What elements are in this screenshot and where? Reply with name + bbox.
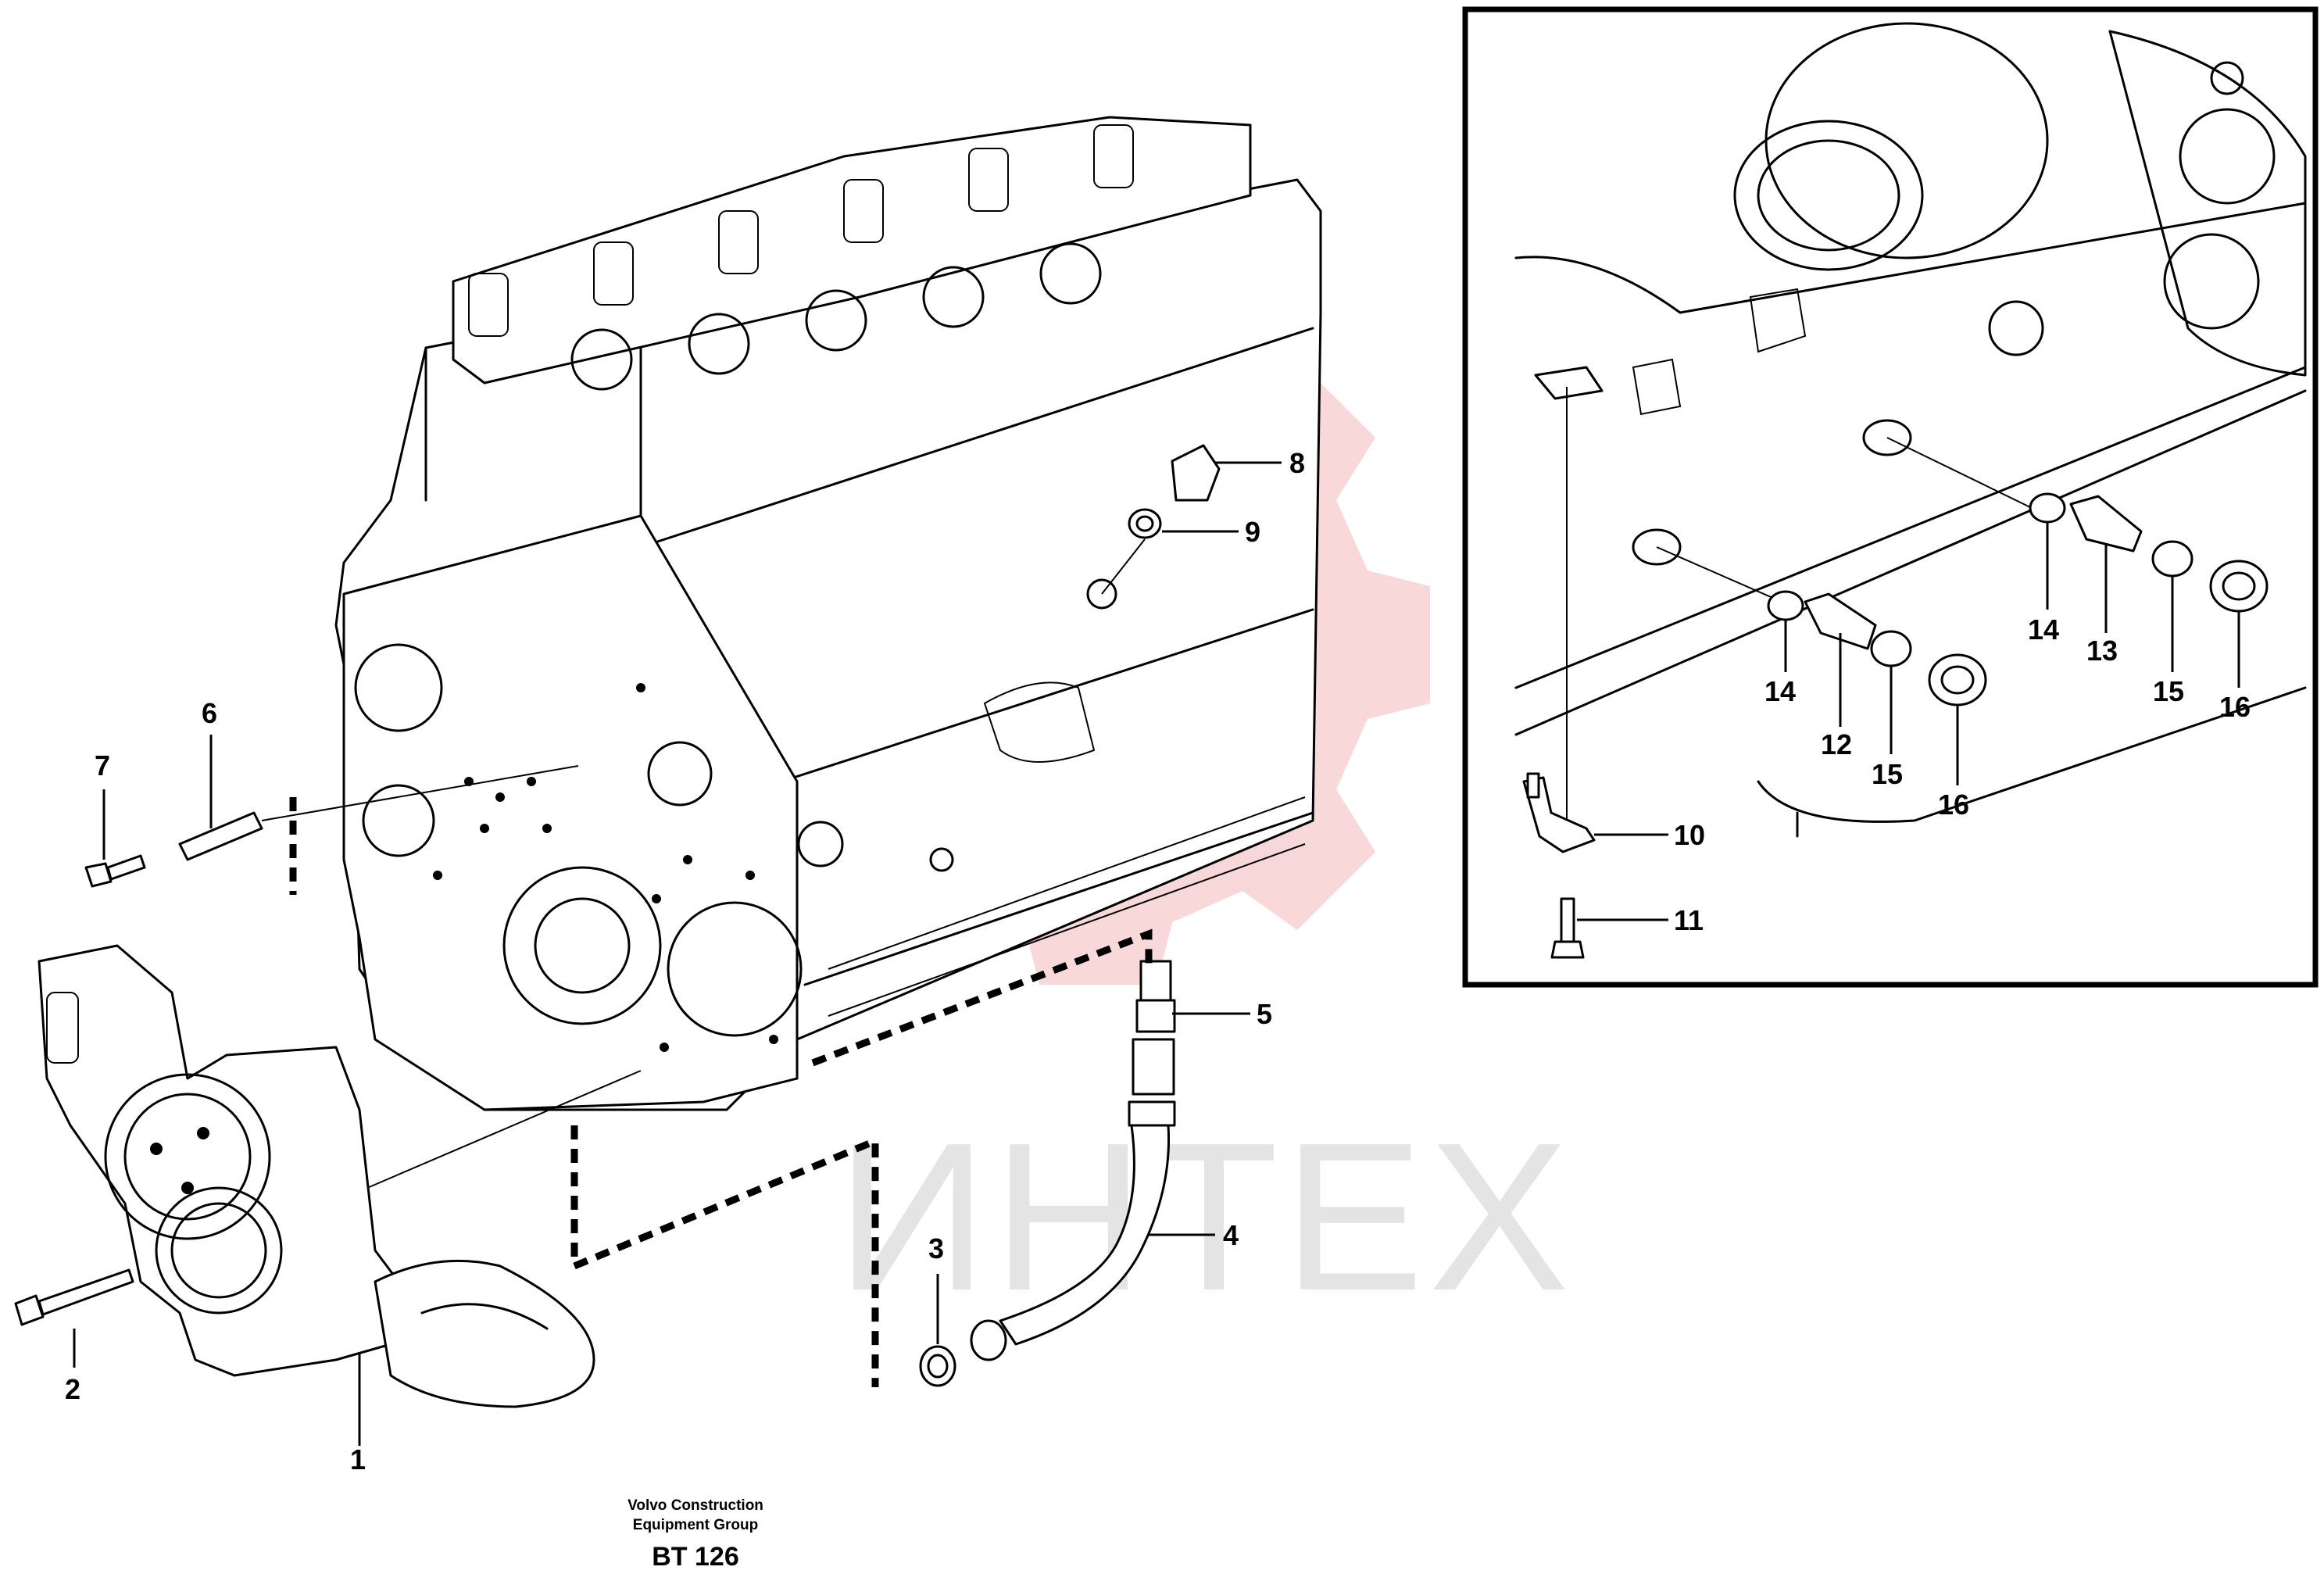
callout-16-lower: 16 [1938, 789, 1969, 821]
callout-8: 8 [1289, 447, 1305, 479]
footer-diagram-code: BT 126 [652, 1542, 739, 1572]
callout-2: 2 [65, 1373, 80, 1405]
footer-company-line2: Equipment Group [633, 1517, 758, 1533]
oil-pump [38, 944, 642, 1408]
callout-5: 5 [1257, 998, 1272, 1030]
callout-labels: 1 2 3 4 5 6 7 8 9 10 11 12 13 14 14 15 1 [65, 447, 2251, 1475]
callout-15-lower: 15 [1872, 758, 1903, 790]
plug-assembly-lower [1656, 546, 1987, 706]
callout-6: 6 [202, 697, 217, 729]
callout-16-upper: 16 [2219, 691, 2251, 723]
footer: Volvo Construction Equipment Group BT 12… [627, 1497, 763, 1572]
callout-1: 1 [350, 1443, 366, 1475]
pickup-tube [919, 960, 1176, 1387]
bolt-2 [14, 1268, 134, 1326]
dashed-leaders [289, 797, 1153, 1387]
callout-7: 7 [95, 749, 110, 782]
callout-14-lower: 14 [1764, 675, 1796, 707]
callout-3: 3 [928, 1232, 944, 1264]
callout-12: 12 [1821, 728, 1852, 760]
detail-inset [1462, 6, 2319, 988]
callout-9: 9 [1245, 516, 1260, 548]
callout-15-upper: 15 [2153, 675, 2184, 707]
callout-14-upper: 14 [2028, 613, 2059, 646]
callout-11: 11 [1674, 904, 1704, 936]
callout-10: 10 [1674, 819, 1705, 851]
plug-8-washer-9 [1101, 444, 1221, 595]
watermark-text: ИНТЕХ [836, 1100, 1574, 1335]
footer-company-line1: Volvo Construction [627, 1497, 763, 1514]
part-6-7 [84, 765, 579, 888]
engine-block [334, 116, 1322, 1111]
callout-13: 13 [2086, 635, 2118, 667]
callout-4: 4 [1223, 1219, 1239, 1251]
